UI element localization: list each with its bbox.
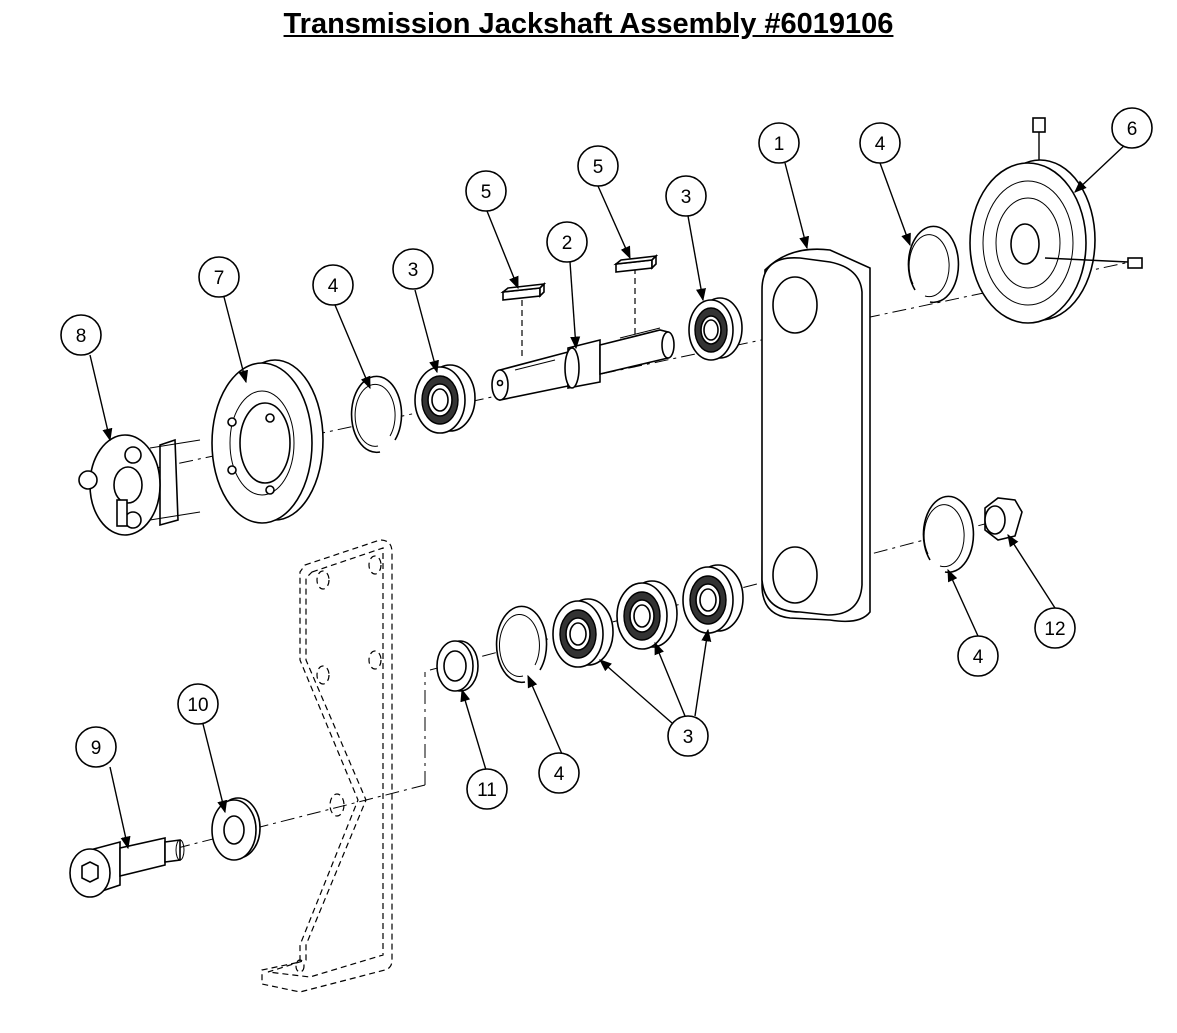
svg-text:3: 3 (683, 727, 694, 748)
callout-9: 9 (75, 726, 117, 768)
mounting-bracket (261, 539, 393, 993)
callout-5-left: 5 (465, 170, 507, 212)
svg-text:4: 4 (328, 276, 339, 297)
shaft-part-2 (491, 327, 675, 401)
callout-5-right: 5 (577, 145, 619, 187)
key-part-5-left (500, 282, 547, 301)
callout-3-upper-right: 3 (665, 175, 707, 217)
callout-10: 10 (177, 683, 219, 725)
svg-text:8: 8 (76, 326, 87, 347)
nut-part-12 (984, 497, 1023, 541)
key-guide-lines (521, 268, 636, 360)
retaining-ring-upper-right (907, 225, 960, 304)
idler-arm-part-1 (761, 248, 871, 623)
shoulder-bolt-part-9 (69, 837, 185, 898)
key-part-5-right (613, 254, 659, 273)
washer-part-10 (211, 797, 261, 861)
callout-4-lower-left: 4 (538, 752, 580, 794)
svg-text:9: 9 (91, 738, 102, 759)
retaining-ring-lower-left (495, 605, 548, 684)
callout-4-upper-right: 4 (859, 122, 901, 164)
callout-3-lower: 3 (667, 715, 709, 757)
bearing-upper-left (414, 364, 476, 434)
svg-text:4: 4 (875, 134, 886, 155)
callout-1: 1 (758, 122, 800, 164)
leader-lines (89, 132, 1129, 850)
pulley-part-6 (969, 117, 1143, 324)
svg-text:1: 1 (774, 134, 785, 155)
svg-text:7: 7 (214, 268, 225, 289)
bearing-lower-1 (552, 598, 614, 668)
hub-part-8 (78, 434, 201, 536)
retaining-ring-lower-right (922, 495, 975, 574)
svg-text:4: 4 (554, 764, 565, 785)
svg-text:11: 11 (477, 780, 497, 801)
svg-text:6: 6 (1127, 119, 1138, 140)
callout-12: 12 (1034, 607, 1076, 649)
svg-text:3: 3 (681, 187, 692, 208)
spacer-part-11 (436, 640, 479, 692)
callout-11: 11 (466, 768, 508, 810)
bearing-lower-3 (682, 564, 744, 634)
callout-3-upper-left: 3 (392, 248, 434, 290)
callout-6: 6 (1111, 107, 1153, 149)
pulley-part-7 (211, 359, 324, 524)
svg-text:12: 12 (1044, 619, 1065, 640)
callout-4-lower-right: 4 (957, 635, 999, 677)
bearing-lower-2 (616, 580, 678, 650)
lower-axis-line (149, 519, 1001, 856)
retaining-ring-upper-left (350, 375, 403, 454)
bearing-upper-right (688, 297, 743, 361)
callout-7: 7 (198, 256, 240, 298)
svg-text:5: 5 (481, 182, 492, 203)
callout-8: 8 (60, 314, 102, 356)
diagram-title: Transmission Jackshaft Assembly #6019106 (283, 8, 894, 40)
svg-text:5: 5 (593, 157, 604, 178)
svg-text:2: 2 (562, 233, 573, 254)
svg-text:3: 3 (408, 260, 419, 281)
svg-text:10: 10 (187, 695, 208, 716)
svg-text:4: 4 (973, 647, 984, 668)
callout-4-upper-left: 4 (312, 264, 354, 306)
callout-2: 2 (546, 221, 588, 263)
